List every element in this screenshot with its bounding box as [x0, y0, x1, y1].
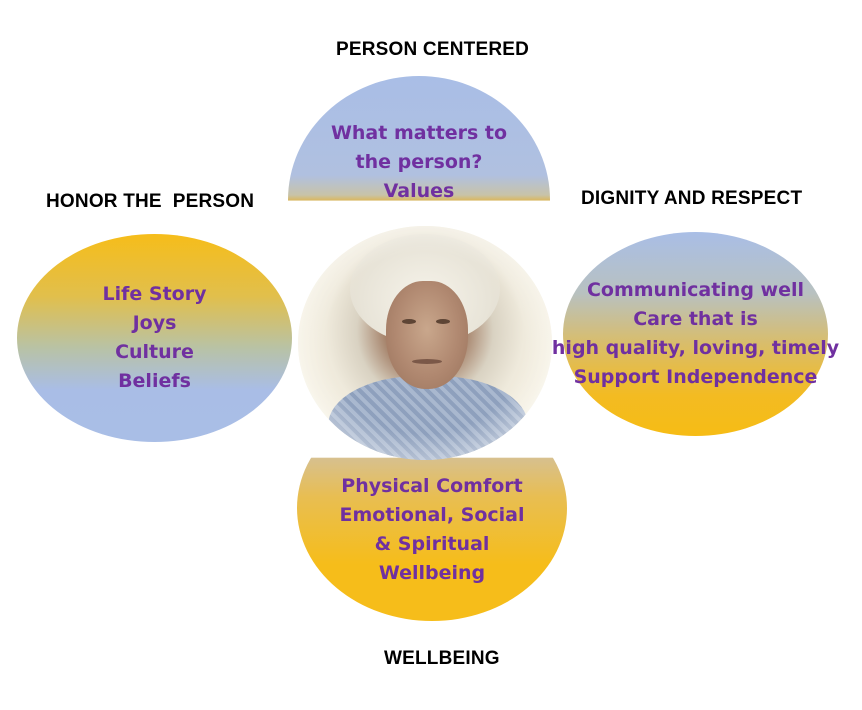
- oval-line: Joys: [132, 312, 177, 334]
- oval-line: the person?: [355, 151, 483, 173]
- oval-line: Wellbeing: [378, 562, 486, 584]
- oval-honor-the-person: Life Story Joys Culture Beliefs: [17, 234, 292, 442]
- heading-person-centered: PERSON CENTERED: [336, 39, 530, 60]
- elderly-woman-photo: [298, 226, 552, 460]
- oval-line: Support Independence: [573, 366, 818, 388]
- oval-line: Life Story: [102, 283, 207, 305]
- oval-line: Physical Comfort: [341, 475, 523, 497]
- oval-line: high quality, loving, timely: [551, 337, 840, 359]
- oval-line: Communicating well: [586, 279, 805, 301]
- oval-line: Culture: [115, 341, 194, 363]
- oval-line: Emotional, Social: [339, 504, 525, 526]
- heading-wellbeing: WELLBEING: [384, 648, 500, 669]
- oval-dignity-and-respect: Communicating well Care that is high qua…: [552, 232, 839, 436]
- oval-line: What matters to: [330, 122, 508, 144]
- oval-line: Care that is: [633, 308, 758, 330]
- oval-line: Values: [383, 180, 455, 202]
- heading-honor-the-person: HONOR THE PERSON: [46, 191, 255, 212]
- oval-line: & Spiritual: [374, 533, 490, 555]
- photo-vignette: [298, 226, 552, 460]
- oval-line: Beliefs: [118, 370, 191, 392]
- heading-dignity-and-respect: DIGNITY AND RESPECT: [581, 188, 803, 209]
